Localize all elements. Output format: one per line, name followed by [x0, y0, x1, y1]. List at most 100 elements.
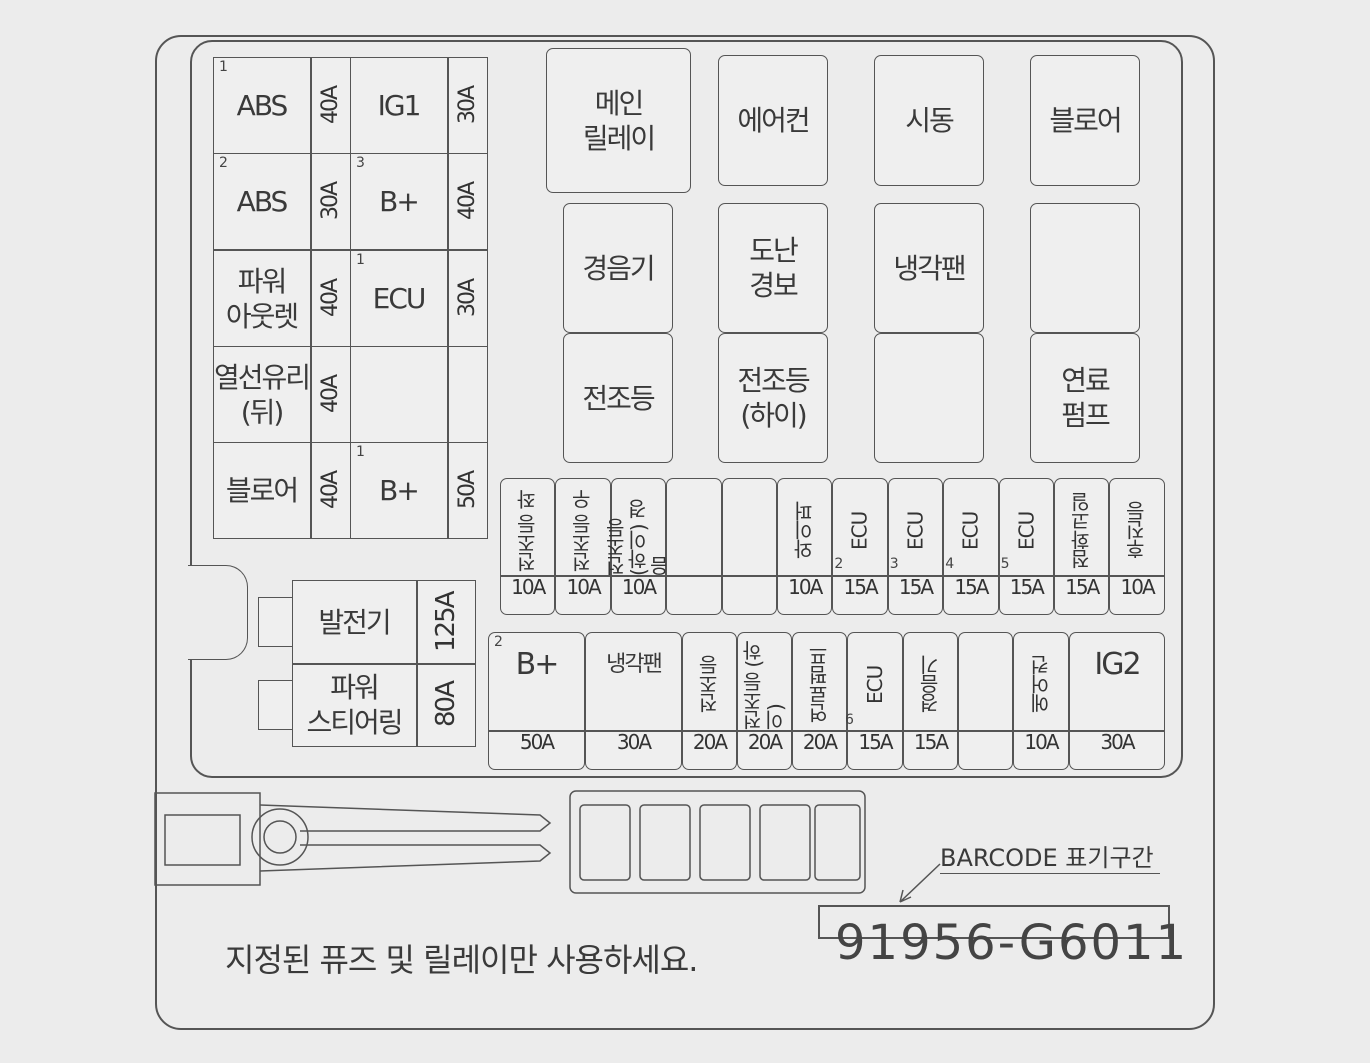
fuse-rating: 30A [318, 182, 343, 221]
left-fuse-slot[interactable] [213, 442, 351, 539]
fuse-rating: 15A [913, 730, 949, 754]
divider [721, 575, 777, 577]
fuse-rating: 40A [318, 471, 343, 510]
terminal-tab [258, 680, 293, 730]
mini-fuse-slot[interactable] [682, 632, 737, 770]
fuse-rating: 15A [1009, 575, 1045, 599]
fuse-label: 냉각팬 [606, 651, 663, 677]
left-fuse-slot[interactable] [213, 57, 351, 154]
divider [310, 57, 312, 154]
mini-fuse-slot[interactable] [847, 632, 903, 770]
mini-fuse-slot[interactable] [903, 632, 958, 770]
panel-notch [188, 565, 248, 660]
divider [447, 57, 449, 154]
fuse-label: 연료펌프 [807, 647, 832, 723]
mini-fuse-slot[interactable] [832, 478, 888, 615]
relay[interactable] [1030, 203, 1140, 333]
fuse-rating: 50A [519, 730, 555, 754]
fuse-label: ABS [236, 89, 289, 122]
spare-fuses-icon [569, 790, 866, 894]
divider [447, 442, 449, 539]
mini-fuse-slot[interactable] [1013, 632, 1069, 770]
barcode-box [818, 905, 1170, 939]
relay[interactable]: 경음기 [563, 203, 673, 333]
fuse-number: 2 [219, 155, 228, 171]
divider [1013, 730, 1069, 732]
relay[interactable]: 블로어 [1030, 55, 1140, 186]
fuse-rating: 15A [843, 575, 879, 599]
relay[interactable]: 전조등 (하이) [718, 333, 828, 463]
divider [847, 730, 903, 732]
fuse-label [666, 486, 721, 576]
divider [666, 575, 722, 577]
left-fuse-slot[interactable] [350, 250, 488, 347]
relay[interactable]: 에어컨 [718, 55, 828, 186]
fuse-puller-icon [154, 792, 552, 886]
mini-fuse-slot[interactable] [958, 632, 1013, 770]
fuse-label: 전조등 (하이) 경음 [604, 500, 673, 576]
divider [310, 346, 312, 443]
fuse-rating [722, 576, 777, 598]
fuse-rating: 40A [318, 279, 343, 318]
fuse-label: IG2 [1094, 646, 1141, 682]
left-fuse-slot[interactable] [350, 442, 488, 539]
leader-arrow-icon [899, 863, 941, 903]
relay[interactable]: 메인 릴레이 [546, 48, 691, 193]
relay[interactable]: 시동 [874, 55, 984, 186]
divider [447, 346, 449, 443]
mini-fuse-slot[interactable] [777, 478, 833, 615]
fuse-number: 3 [356, 155, 365, 171]
mini-fuse-slot[interactable] [998, 478, 1054, 615]
fuse-label: 블로어 [225, 474, 299, 507]
fuse-number: 5 [1000, 556, 1010, 572]
left-fuse-slot[interactable] [213, 346, 351, 443]
fuse-label: 후진등 [1125, 502, 1150, 560]
barcode-area-label: BARCODE 표기구간 [940, 838, 1160, 874]
mini-fuse-slot[interactable] [488, 632, 585, 770]
big-fuse-rating: 80A [431, 682, 461, 728]
fuse-rating: 20A [692, 730, 728, 754]
fuse-rating: 20A [747, 730, 783, 754]
fuse-rating: 30A [616, 730, 652, 754]
left-fuse-slot[interactable] [350, 153, 488, 250]
divider [488, 730, 585, 732]
fuse-rating [958, 731, 1013, 753]
fuse-rating: 50A [455, 471, 480, 510]
mini-fuse-slot[interactable] [610, 478, 667, 615]
relay[interactable]: 전조등 [563, 333, 673, 463]
fuse-number: 4 [945, 556, 955, 572]
big-fuse-label: 파워 스티어링 [306, 671, 403, 739]
fuse-label: 파워 아웃렛 [225, 264, 299, 333]
fuse-number: 2 [494, 634, 503, 650]
relay[interactable] [874, 333, 984, 463]
divider [887, 575, 944, 577]
mini-fuse-slot[interactable] [737, 632, 792, 770]
mini-fuse-slot[interactable] [555, 478, 611, 615]
fuse-rating [666, 576, 721, 598]
mini-fuse-slot[interactable] [1054, 478, 1110, 615]
left-fuse-slot[interactable] [350, 57, 488, 154]
relay[interactable]: 도난 경보 [718, 203, 828, 333]
relay[interactable]: 냉각팬 [874, 203, 984, 333]
mini-fuse-slot[interactable] [666, 478, 722, 615]
mini-fuse-slot[interactable] [585, 632, 682, 770]
mini-fuse-slot[interactable] [792, 632, 847, 770]
mini-fuse-slot[interactable] [943, 478, 999, 615]
fuse-rating: 30A [455, 279, 480, 318]
left-fuse-slot[interactable] [350, 346, 488, 443]
divider [832, 575, 888, 577]
mini-fuse-slot[interactable] [721, 478, 777, 615]
relay[interactable]: 연료 펌프 [1030, 333, 1140, 463]
mini-fuse-slot[interactable] [1109, 478, 1165, 615]
fuse-label: 전조등 좌 [515, 490, 540, 572]
mini-fuse-slot[interactable] [500, 478, 556, 615]
divider [555, 575, 611, 577]
fuse-rating: 10A [566, 575, 602, 599]
mini-fuse-slot[interactable] [887, 478, 944, 615]
fuse-label: 전조등 우 [571, 490, 596, 572]
fuse-label: B+ [379, 474, 420, 507]
fuse-number: 3 [889, 556, 899, 572]
part-number: 91956-G6011 [835, 915, 1189, 971]
mini-fuse-slot[interactable] [1069, 632, 1165, 770]
fuse-rating: 10A [788, 575, 823, 599]
